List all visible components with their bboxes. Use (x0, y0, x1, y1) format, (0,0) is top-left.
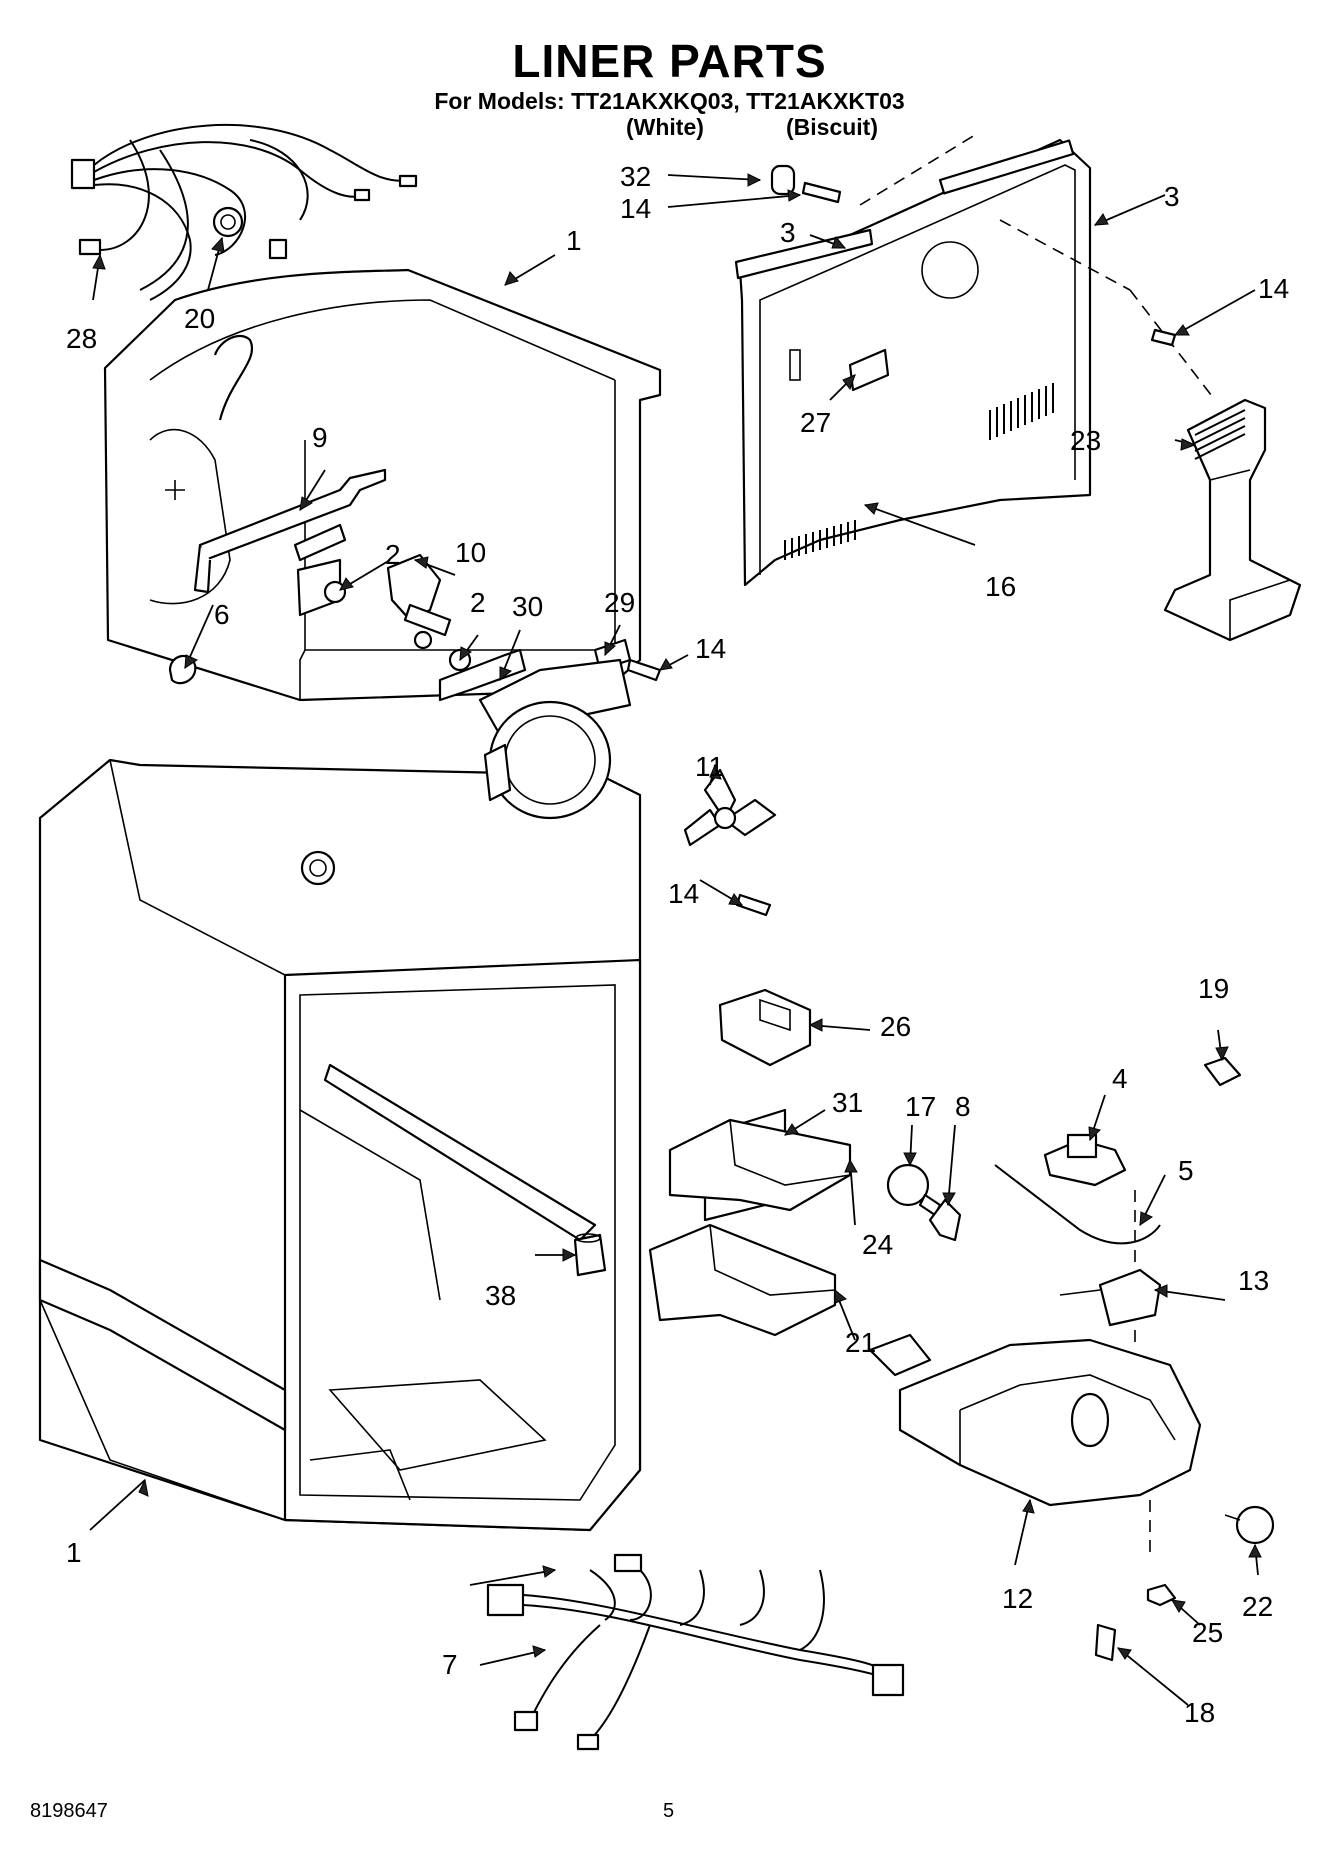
variant-white-label: (White) (626, 114, 704, 140)
callout-1: 1 (566, 225, 582, 256)
callout-27: 27 (800, 407, 831, 438)
callout-14: 14 (668, 878, 699, 909)
callout-14: 14 (1258, 273, 1289, 304)
diagram-title: LINER PARTS (512, 35, 827, 87)
callout-3: 3 (780, 217, 796, 248)
freezer-liner (103, 268, 662, 702)
models-line: For Models: TT21AKXKQ03, TT21AKXKT03 (434, 88, 905, 114)
callout-28: 28 (66, 323, 97, 354)
sensor (1059, 1268, 1162, 1327)
callout-13: 13 (1238, 1265, 1269, 1296)
callout-2: 2 (470, 587, 486, 618)
upper-wire-harness (70, 123, 418, 301)
fresh-food-liner (38, 758, 642, 1532)
light-socket (928, 1198, 962, 1242)
duct-grill (1194, 409, 1246, 460)
callout-19: 19 (1198, 973, 1229, 1004)
callout-30: 30 (512, 591, 543, 622)
light-bulb (886, 1163, 942, 1217)
callout-22: 22 (1242, 1591, 1273, 1622)
damper-control (1043, 1133, 1127, 1187)
fan-blade (683, 768, 777, 847)
callout-3: 3 (1164, 181, 1180, 212)
callout-6: 6 (214, 599, 230, 630)
top-screws (770, 164, 1177, 347)
lower-wire-harness (486, 1553, 905, 1751)
control-assembly (168, 468, 472, 685)
clip (1203, 1056, 1242, 1087)
callout-29: 29 (604, 587, 635, 618)
capillary-tube (994, 1164, 1161, 1245)
light-shield (718, 988, 812, 1067)
leader-arrowheads (92, 173, 1262, 1660)
callout-11: 11 (695, 751, 724, 782)
crisper-cover-21 (648, 1223, 837, 1337)
callout-21: 21 (845, 1327, 876, 1358)
callout-2: 2 (385, 539, 401, 570)
side-screws (626, 658, 772, 917)
callout-24: 24 (862, 1229, 893, 1260)
fan-bracket (438, 638, 632, 820)
callout-26: 26 (880, 1011, 911, 1042)
callout-4: 4 (1112, 1063, 1128, 1094)
page-number: 5 (663, 1800, 675, 1822)
callout-5: 5 (1178, 1155, 1194, 1186)
callout-7: 7 (442, 1649, 458, 1680)
callout-labels: 32 14 3 3 14 1 28 20 27 23 16 9 2 10 2 3… (66, 161, 1289, 1728)
callout-1: 1 (66, 1537, 82, 1568)
callout-9: 9 (312, 422, 328, 453)
crisper-cover-24 (668, 1118, 852, 1212)
callout-18: 18 (1184, 1697, 1215, 1728)
callout-16: 16 (985, 571, 1016, 602)
callout-31: 31 (832, 1087, 863, 1118)
evaporator-cover (734, 134, 1216, 587)
knob-22 (1224, 1505, 1275, 1545)
variant-biscuit-label: (Biscuit) (786, 114, 878, 140)
nut-25 (1146, 1583, 1177, 1607)
air-duct (1163, 398, 1302, 642)
callout-32: 32 (620, 161, 651, 192)
evaporator-grill-bottom (784, 383, 1054, 560)
callout-14: 14 (695, 633, 726, 664)
callout-12: 12 (1002, 1583, 1033, 1614)
callout-10: 10 (455, 537, 486, 568)
callout-17: 17 (905, 1091, 936, 1122)
callout-25: 25 (1192, 1617, 1223, 1648)
plug-38 (573, 1233, 607, 1277)
callout-20: 20 (184, 303, 215, 334)
callout-14: 14 (620, 193, 651, 224)
screw-18 (1094, 1623, 1117, 1662)
document-number: 8198647 (30, 1800, 108, 1822)
callout-38: 38 (485, 1280, 516, 1311)
control-housing (868, 1190, 1202, 1560)
callout-23: 23 (1070, 425, 1101, 456)
callout-8: 8 (955, 1091, 971, 1122)
